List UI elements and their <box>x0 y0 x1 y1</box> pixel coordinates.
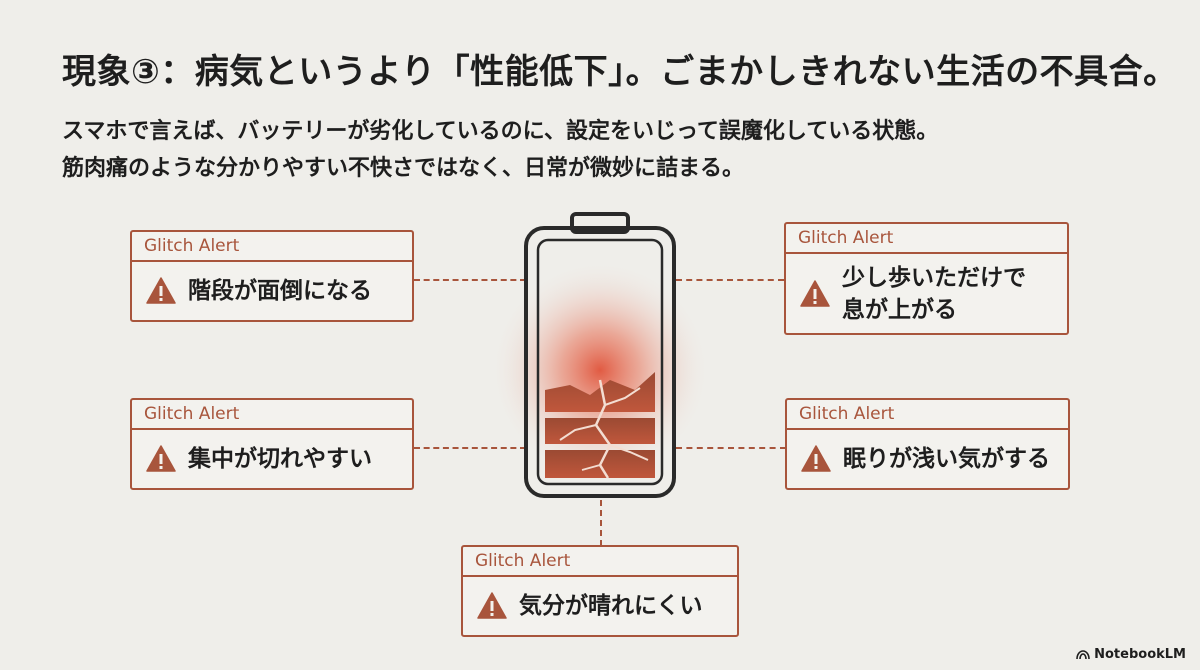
alert-header: Glitch Alert <box>786 224 1067 254</box>
alert-text-line-2: 息が上がる <box>842 296 957 323</box>
connector-top-left <box>414 279 526 281</box>
page-title: 現象③：病気というより「性能低下」。ごまかしきれない生活の不具合。 <box>62 52 1178 92</box>
alert-text: 集中が切れやすい <box>188 446 372 472</box>
connector-mid-left <box>414 447 526 449</box>
alert-header: Glitch Alert <box>132 232 412 262</box>
alert-text-line-1: 少し歩いただけで <box>842 264 1026 291</box>
alert-text: 眠りが浅い気がする <box>843 446 1050 472</box>
connector-top-right <box>676 279 784 281</box>
brand-watermark: NotebookLM <box>1076 647 1186 662</box>
glitch-alert-sleep: Glitch Alert 眠りが浅い気がする <box>785 398 1070 490</box>
warning-triangle-icon <box>800 279 830 307</box>
notebooklm-logo-icon <box>1076 649 1090 659</box>
alert-header: Glitch Alert <box>787 400 1068 430</box>
warning-triangle-icon <box>477 592 507 619</box>
warning-triangle-icon <box>801 445 831 472</box>
alert-text: 気分が晴れにくい <box>519 593 703 619</box>
glitch-alert-mood: Glitch Alert 気分が晴れにくい <box>461 545 739 637</box>
glitch-alert-breath: Glitch Alert 少し歩いただけで 息が上がる <box>784 222 1069 335</box>
alert-header: Glitch Alert <box>132 400 412 430</box>
warning-triangle-icon <box>146 277 176 304</box>
connector-bottom <box>600 500 602 546</box>
alert-text: 階段が面倒になる <box>188 278 372 304</box>
glitch-alert-stairs: Glitch Alert 階段が面倒になる <box>130 230 414 322</box>
warning-triangle-icon <box>146 445 176 472</box>
alert-header: Glitch Alert <box>463 547 737 577</box>
glitch-alert-focus: Glitch Alert 集中が切れやすい <box>130 398 414 490</box>
subtitle-line-1: スマホで言えば、バッテリーが劣化しているのに、設定をいじって誤魔化している状態。 <box>62 119 939 144</box>
subtitle-line-2: 筋肉痛のような分かりやすい不快さではなく、日常が微妙に詰まる。 <box>62 156 745 181</box>
brand-label: NotebookLM <box>1094 647 1186 662</box>
connector-mid-right <box>676 447 786 449</box>
